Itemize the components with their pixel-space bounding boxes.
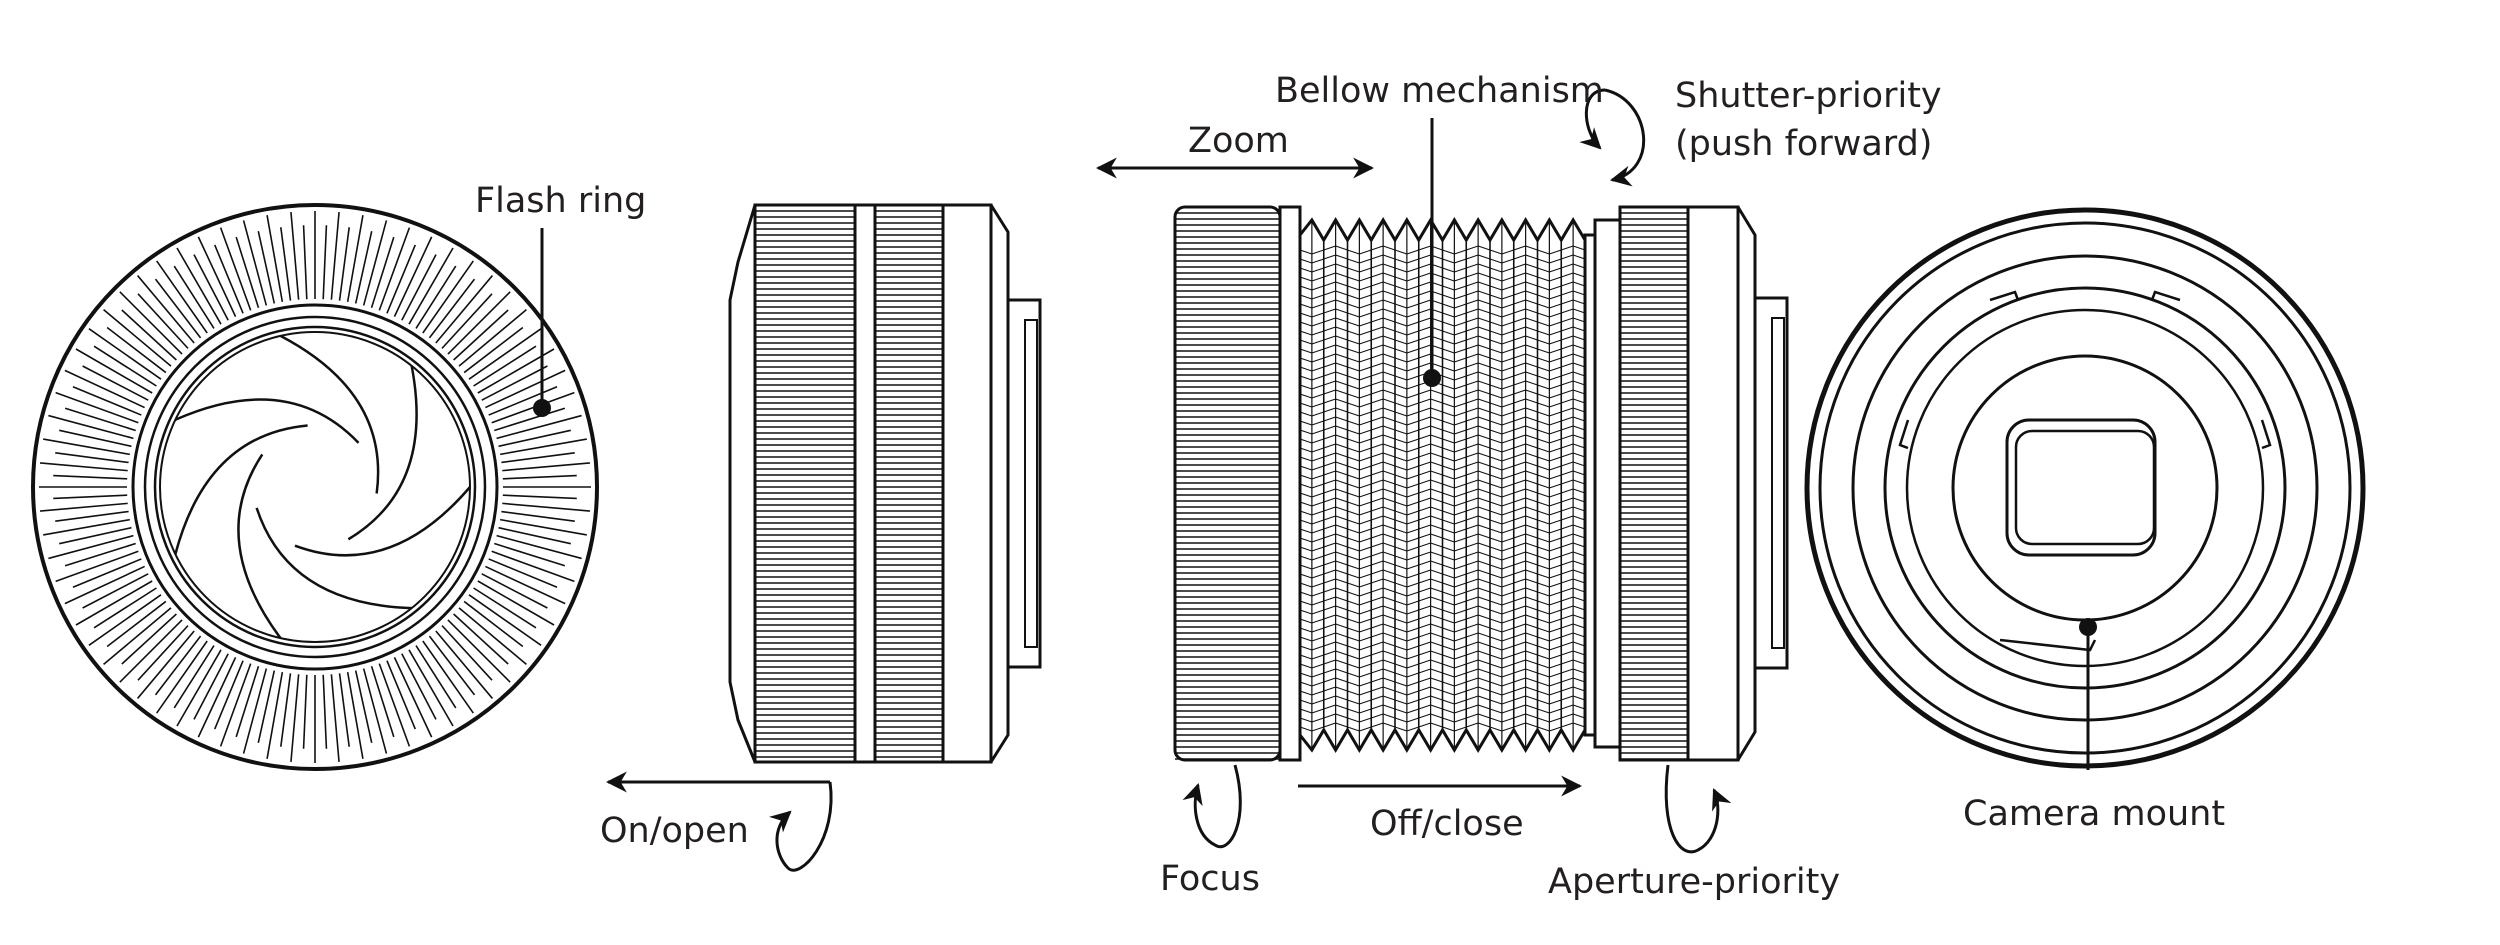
callouts [533,88,2097,872]
lens-rear-view [1804,207,2366,769]
aperture-iris-blades [174,334,471,639]
lens-front-view [31,203,599,771]
on-open-label: On/open [600,811,749,851]
lens-side-view-retracted [728,203,1042,764]
lens-side-view-extended [1173,205,1789,762]
zoom-label: Zoom [1188,121,1289,161]
off-close-label: Off/close [1370,804,1524,844]
bellow-mechanism-label: Bellow mechanism [1275,71,1604,111]
focus-ring-ribs [1175,212,1280,760]
focus-label: Focus [1160,859,1260,899]
aperture-ring-ribs [1620,212,1688,760]
bellows [1298,217,1587,753]
shutter-priority-sublabel: (push forward) [1675,124,1932,164]
flash-ring-ticks [39,211,591,763]
front-grip-ribs [755,210,855,758]
aperture-priority-label: Aperture-priority [1548,862,1840,902]
flash-ring-label: Flash ring [475,181,646,221]
rear-grip-ribs [875,210,943,758]
shutter-priority-label: Shutter-priority [1675,76,1942,116]
camera-mount-label: Camera mount [1963,794,2225,834]
